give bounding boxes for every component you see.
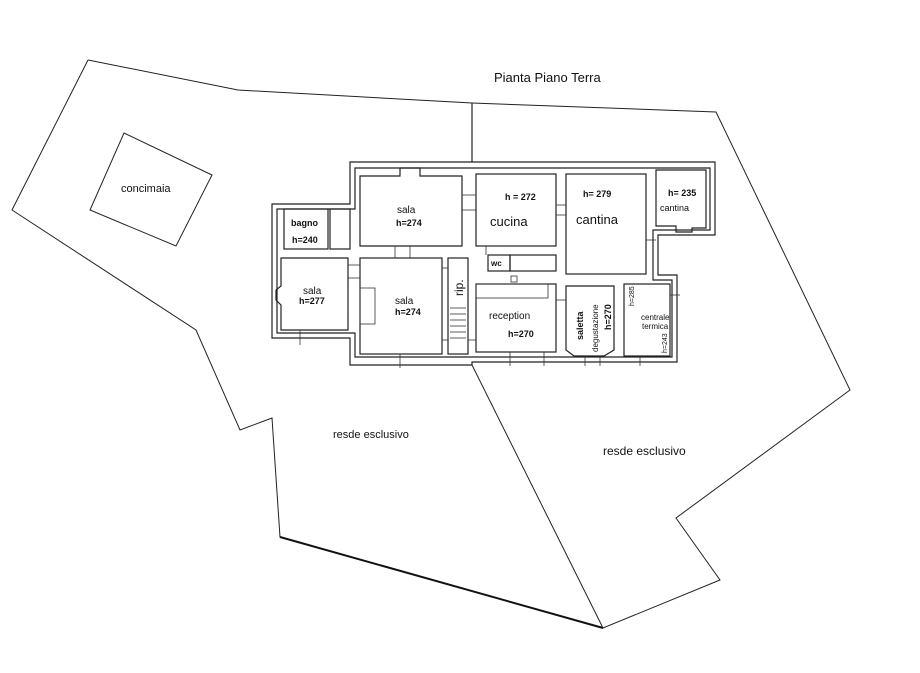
label-wc: wc: [490, 259, 502, 268]
label-reception: reception: [489, 311, 530, 322]
room-centrale-termica: [623, 283, 671, 357]
label-resede-east: resde esclusivo: [603, 444, 686, 458]
label-bagno-height: h=240: [292, 235, 318, 245]
label-sala-left-height: h=277: [299, 296, 325, 306]
label-sala-center-height: h=274: [395, 307, 421, 317]
label-rip: rip.: [452, 279, 466, 296]
label-resede-west: resde esclusivo: [333, 429, 409, 441]
concimaia-outline: [89, 132, 213, 247]
reception-counter: [475, 283, 549, 299]
label-saletta: saletta: [575, 310, 585, 340]
division-line-south: [471, 364, 604, 629]
building-outline: [271, 161, 716, 366]
label-centrale-sub: termica: [642, 322, 669, 331]
room-cantina-small: [655, 169, 707, 233]
building-inner-outline: [276, 167, 711, 358]
label-sala-top: sala: [397, 205, 416, 216]
label-saletta-sub: degustazione: [591, 304, 600, 352]
label-concimaia: concimaia: [121, 183, 171, 195]
label-cantina-small: cantina: [660, 203, 689, 213]
stairs: [450, 307, 466, 339]
label-centrale: centrale: [641, 313, 670, 322]
label-saletta-height: h=270: [603, 304, 613, 330]
label-cantina-big-height: h= 279: [583, 189, 611, 199]
room-bagno: [283, 208, 329, 250]
label-sala-center: sala: [395, 296, 414, 307]
label-cantina-small-height: h= 235: [668, 188, 696, 198]
label-centrale-height-bottom: h=243: [662, 333, 669, 353]
corridor: [509, 254, 557, 272]
label-cantina-big: cantina: [576, 212, 619, 227]
label-centrale-height-top: h=285: [629, 286, 636, 306]
label-reception-height: h=270: [508, 329, 534, 339]
room-saletta: [565, 285, 615, 357]
room-rip: [447, 257, 469, 355]
shaft: [510, 275, 518, 283]
closet-bagno: [329, 208, 351, 250]
room-sala-top: [359, 167, 463, 247]
label-cucina-height: h = 272: [505, 192, 536, 202]
label-sala-top-height: h=274: [396, 218, 422, 228]
plan-title: Pianta Piano Terra: [494, 70, 601, 85]
boundary-edge-south: [279, 536, 604, 629]
fireplace: [359, 287, 376, 325]
room-cucina: [475, 173, 557, 247]
label-bagno: bagno: [291, 218, 318, 228]
label-cucina: cucina: [490, 214, 528, 229]
room-sala-left: [275, 257, 349, 331]
door-markers: [299, 194, 680, 368]
property-boundary: [11, 59, 851, 629]
room-cantina-big: [565, 173, 647, 275]
label-sala-left: sala: [303, 286, 322, 297]
